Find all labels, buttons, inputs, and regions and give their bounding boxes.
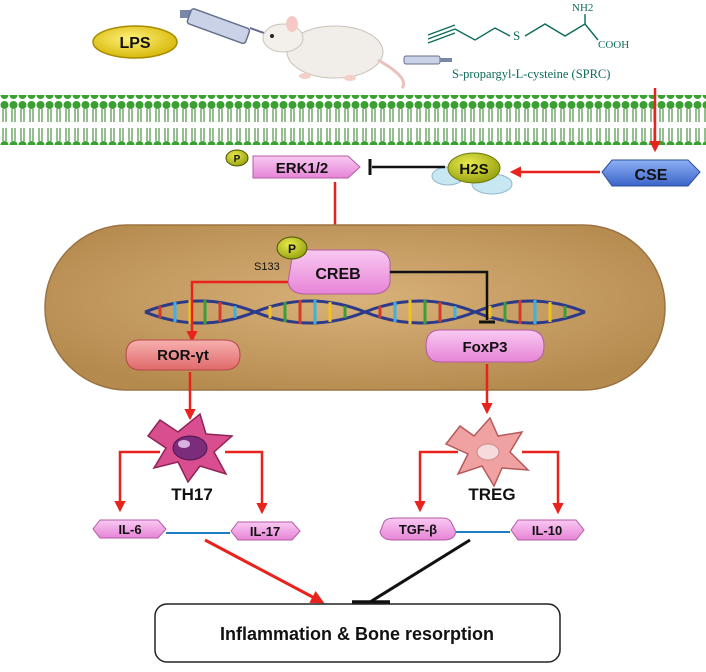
creb-site-label: S133 (254, 261, 280, 273)
treg-cell-icon (444, 416, 530, 488)
sprc-structure: S NH2 COOH (427, 2, 629, 51)
h2s-node: H2S (431, 152, 513, 195)
arrow-il-to-outcome (204, 538, 325, 604)
th17-cell-icon (146, 412, 234, 484)
lps-label: LPS (119, 35, 150, 52)
creb-node: CREB (287, 249, 391, 295)
tgfb-node: TGF-β (379, 517, 457, 541)
arrow-th17-to-il6 (114, 450, 160, 513)
foxp3-node: FoxP3 (425, 329, 545, 363)
ror-node: ROR-γt (125, 339, 241, 371)
th17-label: TH17 (171, 485, 213, 504)
arrow-th17-to-il17 (225, 450, 268, 515)
il10-label: IL-10 (532, 523, 562, 538)
arrow-treg-to-tgfb (414, 450, 458, 513)
arrow-creb-to-ror (186, 280, 288, 343)
il17-label: IL-17 (250, 524, 280, 539)
creb-phospho-badge: P (276, 236, 308, 260)
lps-badge: LPS (92, 25, 178, 59)
erk-node: ERK1/2 (252, 155, 361, 179)
il6-label: IL-6 (118, 522, 141, 537)
tgfb-label: TGF-β (399, 522, 437, 537)
formula-s: S (513, 28, 520, 43)
creb-label: CREB (315, 266, 360, 283)
dna-helix-icon (144, 299, 586, 325)
oral-syringe-icon (403, 55, 452, 65)
cse-label: CSE (635, 167, 668, 184)
arrow-treg-to-il10 (522, 450, 564, 515)
foxp3-label: FoxP3 (462, 339, 507, 356)
ror-label: ROR-γt (157, 347, 209, 364)
inhibit-treg-outcome (352, 538, 471, 604)
formula-nh2: NH2 (572, 2, 593, 14)
il6-node: IL-6 (92, 519, 167, 539)
compound-name: S-propargyl-L-cysteine (SPRC) (452, 67, 610, 81)
formula-cooh: COOH (598, 39, 629, 51)
h2s-label: H2S (459, 161, 488, 178)
treg-label: TREG (468, 485, 515, 504)
il10-node: IL-10 (510, 519, 585, 541)
inhibit-creb-foxp3 (390, 270, 495, 324)
outcome-box: Inflammation & Bone resorption (154, 603, 561, 663)
outcome-label: Inflammation & Bone resorption (220, 624, 494, 644)
creb-phospho-label: P (288, 242, 296, 256)
cell-membrane (0, 95, 706, 145)
rat-icon (262, 16, 405, 89)
erk-label: ERK1/2 (276, 160, 329, 177)
inhibit-h2s-erk (368, 159, 445, 175)
erk-phospho-badge: P (225, 149, 249, 167)
il17-node: IL-17 (230, 521, 301, 541)
erk-phospho-label: P (234, 154, 241, 165)
cse-node: CSE (601, 159, 701, 187)
